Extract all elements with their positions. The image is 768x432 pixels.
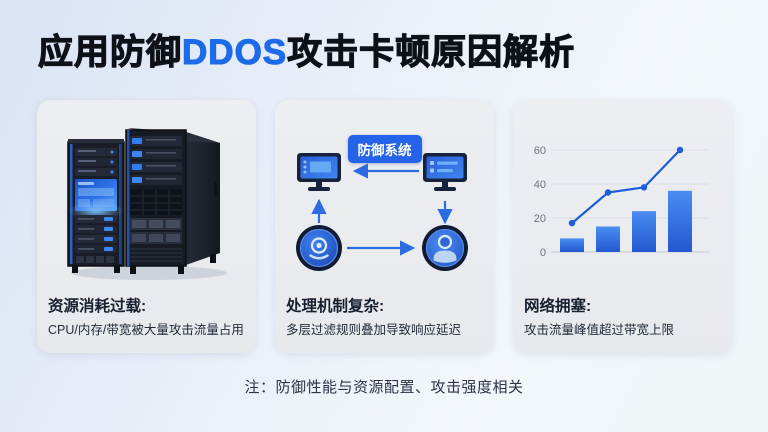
card-resource-overload: 资源消耗过载: CPU/内存/带宽被大量攻击流量占用 [37, 100, 256, 353]
defense-node-icon [296, 225, 342, 271]
card-network-congestion: 0 20 40 60 网络拥塞: 攻击流量峰值超过带宽上限 [513, 100, 732, 353]
card-defense-mechanism: 防御系统 [275, 100, 494, 353]
title-prefix: 应用防御 [37, 32, 183, 72]
traffic-bar [632, 211, 656, 252]
card-heading: 网络拥塞: [524, 298, 592, 315]
traffic-line-point [568, 219, 576, 227]
traffic-line-point [604, 189, 612, 196]
card-heading: 资源消耗过载: [48, 298, 147, 315]
defense-system-badge: 防御系统 [347, 135, 422, 163]
card-body: 多层过滤规则叠加导致响应延迟 [286, 323, 462, 337]
traffic-line-point [640, 184, 648, 191]
card-body: CPU/内存/带宽被大量攻击流量占用 [48, 323, 244, 337]
y-tick-label: 0 [540, 247, 546, 259]
monitor-list-icon [423, 153, 467, 191]
traffic-line-point [676, 146, 684, 154]
main-title: 应用防御DDOS攻击卡顿原因解析 [37, 24, 576, 75]
user-icon [422, 225, 468, 271]
title-suffix: 攻击卡顿原因解析 [287, 32, 576, 72]
y-tick-label: 60 [534, 145, 546, 157]
monitor-dashboard-icon [297, 153, 341, 191]
card-heading: 处理机制复杂: [286, 298, 385, 315]
traffic-bar [668, 190, 692, 252]
y-tick-label: 40 [534, 179, 546, 191]
title-highlight-ddos: DDOS [181, 32, 288, 72]
card-body: 攻击流量峰值超过带宽上限 [524, 323, 675, 337]
server-rack-illustration [67, 128, 227, 280]
y-tick-label: 20 [534, 213, 546, 225]
traffic-bar [596, 226, 620, 252]
traffic-line [571, 149, 681, 224]
traffic-bar [560, 238, 584, 252]
footer-note: 注：防御性能与资源配置、攻击强度相关 [244, 379, 524, 396]
